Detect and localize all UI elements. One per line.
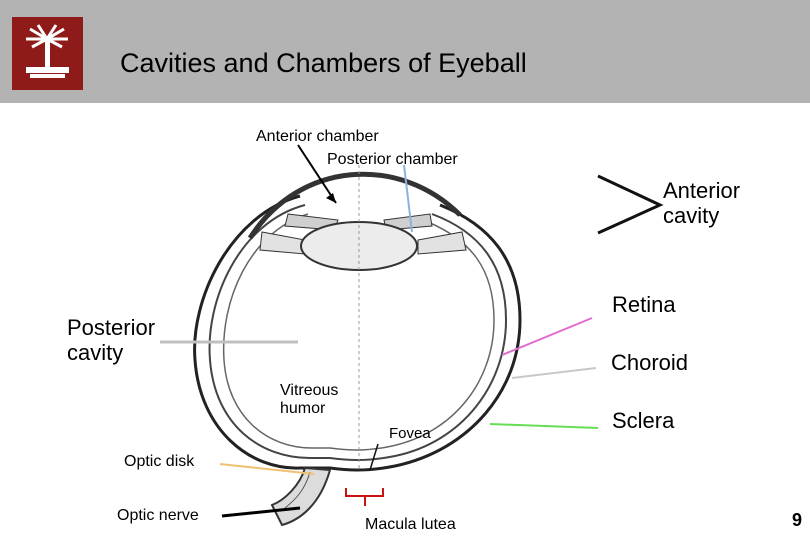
ciliary-body-right — [417, 231, 467, 255]
sclera-layer — [193, 194, 522, 472]
optic-nerve-inner — [284, 471, 311, 509]
macula-lutea-label: Macula lutea — [365, 516, 456, 533]
cornea — [247, 171, 462, 240]
anterior-chamber-arrowhead — [326, 193, 336, 203]
retina-layer — [222, 213, 495, 451]
optic-nerve-shape — [270, 466, 332, 527]
university-logo — [12, 17, 83, 90]
fovea-pointer — [369, 443, 379, 471]
optic-disk-label: Optic disk — [124, 453, 195, 470]
choroid-pointer — [511, 367, 597, 379]
anterior-cavity-label: Anterior cavity — [663, 178, 741, 229]
anterior-chamber-label: Anterior chamber — [256, 128, 379, 145]
optic-nerve-pointer — [221, 506, 301, 518]
retina-label: Retina — [612, 292, 676, 317]
slide-title: Cavities and Chambers of Eyeball — [120, 48, 527, 78]
fovea-label: Fovea — [389, 425, 431, 442]
sclera-label: Sclera — [612, 408, 675, 433]
macula-lutea-bracket — [345, 488, 384, 506]
palmetto-tree-icon — [26, 24, 69, 78]
posterior-chamber-label: Posterior chamber — [327, 151, 458, 168]
title-bar: Cavities and Chambers of Eyeball — [0, 0, 810, 103]
page-number: 9 — [791, 510, 802, 530]
anterior-chamber-pointer — [297, 144, 337, 204]
vitreous-humor-label: Vitreous humor — [280, 382, 339, 418]
choroid-layer — [208, 204, 508, 461]
posterior-cavity-label: Posterior cavity — [67, 315, 156, 366]
anterior-cavity-bracket — [597, 174, 664, 235]
optic-disk-pointer — [219, 463, 315, 475]
optic-nerve-label: Optic nerve — [117, 507, 199, 524]
choroid-label: Choroid — [611, 350, 689, 375]
retina-pointer — [501, 317, 593, 356]
sclera-pointer — [489, 423, 599, 429]
posterior-chamber-pointer — [403, 164, 413, 233]
ciliary-body-left — [259, 231, 306, 255]
